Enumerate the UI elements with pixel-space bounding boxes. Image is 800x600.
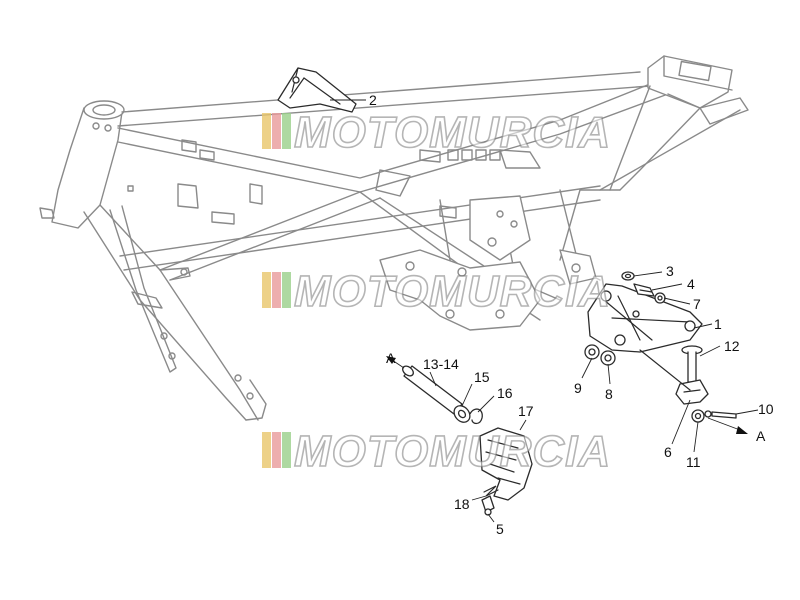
callout-9: 9 — [574, 380, 582, 396]
watermark-stripe — [262, 432, 271, 468]
callout-4: 4 — [687, 276, 695, 292]
part-9-nut — [584, 344, 600, 360]
arrow-a-right-label: A — [756, 428, 766, 444]
down-tube — [99, 204, 259, 421]
part-13-14-pin — [402, 365, 463, 415]
part-6-clamp — [639, 349, 709, 405]
watermark-stripe — [282, 272, 291, 308]
callout-2: 2 — [369, 92, 377, 108]
part-5-bolt — [481, 495, 495, 516]
callout-3: 3 — [666, 263, 674, 279]
part-16-clip — [469, 408, 483, 425]
watermark-stripe — [282, 113, 291, 149]
part-1-footrest-bracket — [587, 283, 703, 353]
callout-1: 1 — [714, 316, 722, 332]
watermark-middle: MOTOMURCIA — [262, 266, 611, 317]
callout-17: 17 — [518, 403, 534, 419]
watermark-stripe — [262, 113, 271, 149]
part-18-spring — [483, 485, 499, 497]
callout-13-14: 13-14 — [423, 356, 459, 372]
watermark-top: MOTOMURCIA — [262, 107, 611, 158]
steering-head — [51, 107, 123, 229]
callout-11: 11 — [686, 454, 701, 470]
part-3-washer — [621, 271, 635, 281]
callout-12: 12 — [724, 338, 740, 354]
cross-member — [119, 185, 601, 257]
watermark-stripe — [262, 272, 271, 308]
callout-7: 7 — [693, 296, 701, 312]
callout-16: 16 — [497, 385, 513, 401]
callout-labels: 2 3 4 7 1 12 9 8 10 6 11 A A 13-14 15 16… — [369, 92, 774, 537]
watermark-stripe — [282, 432, 291, 468]
part-2-bracket — [277, 67, 357, 113]
leader-lines — [330, 99, 759, 523]
steering-head-top — [83, 100, 125, 120]
watermark-bottom: MOTOMURCIA — [262, 426, 611, 477]
watermark-text: MOTOMURCIA — [294, 108, 611, 157]
part-10-screw — [704, 410, 737, 419]
part-11-nut — [691, 409, 705, 423]
watermark-stripe — [272, 432, 281, 468]
part-4-bolt — [633, 283, 655, 297]
part-7-nut — [654, 292, 666, 304]
callout-15: 15 — [474, 369, 490, 385]
part-8-nut — [600, 350, 616, 366]
callout-18: 18 — [454, 496, 470, 512]
callout-6: 6 — [664, 444, 672, 460]
part-15-washer — [453, 405, 471, 423]
callout-10: 10 — [758, 401, 774, 417]
part-12-pin — [681, 345, 703, 383]
callout-8: 8 — [605, 386, 613, 402]
watermark-stripe — [272, 113, 281, 149]
part-17-footpeg — [479, 427, 533, 501]
watermark-text: MOTOMURCIA — [294, 427, 611, 476]
motorcycle-frame — [39, 55, 749, 421]
watermark-text: MOTOMURCIA — [294, 267, 611, 316]
callout-5: 5 — [496, 521, 504, 537]
arrow-a-left-label: A — [386, 350, 396, 366]
top-tube-upper — [117, 79, 661, 179]
watermark-stripe — [272, 272, 281, 308]
